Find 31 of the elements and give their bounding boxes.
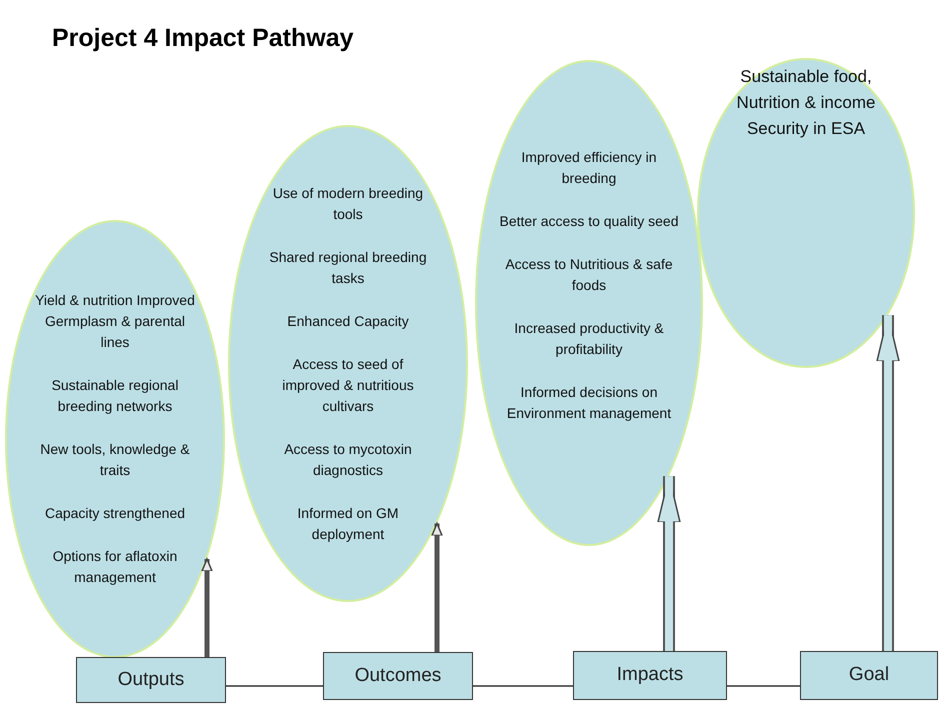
node-text: Sustainable food, Nutrition & income Security in ESA: [736, 66, 876, 140]
box-label: Outcomes: [354, 664, 442, 688]
arrow: [201, 558, 213, 657]
node-text: Informed on GM deployment: [296, 504, 400, 544]
stage-box: [323, 652, 473, 700]
node-text: Informed decisions on Environment management: [506, 382, 672, 423]
box-label: Goal: [848, 663, 890, 688]
node-text: New tools, knowledge & traits: [39, 440, 191, 480]
node-text: Yield & nutrition Improved Germplasm & parental lines: [35, 291, 195, 352]
diagram-title: Project 4 Impact Pathway: [52, 23, 354, 54]
connector-line: [226, 685, 323, 687]
connector-line: [727, 685, 800, 687]
node-text: Options for aflatoxin management: [52, 547, 178, 587]
stage-box: [573, 651, 727, 700]
box-label: Impacts: [616, 663, 684, 688]
node-text: Better access to quality seed: [500, 212, 678, 231]
node-text: Increased productivity & profitability: [513, 318, 665, 359]
box-label: Outputs: [118, 668, 184, 692]
connector-line: [473, 685, 573, 687]
node-text: Capacity strengthened: [44, 504, 186, 523]
node-text: Improved efficiency in breeding: [520, 148, 658, 188]
node-text: Access to mycotoxin diagnostics: [283, 440, 413, 480]
node-text: Use of modern breeding tools: [272, 184, 424, 224]
node-text: Sustainable regional breeding networks: [50, 376, 180, 416]
node-text: Access to Nutritious & safe foods: [504, 254, 674, 294]
arrow: [431, 522, 443, 652]
node-text: Access to seed of improved & nutritious cultivars: [281, 354, 415, 416]
node-text: Shared regional breeding tasks: [268, 248, 428, 288]
stage-box: [800, 651, 938, 700]
node-text: Enhanced Capacity: [287, 312, 409, 331]
stage-box: [76, 657, 226, 703]
